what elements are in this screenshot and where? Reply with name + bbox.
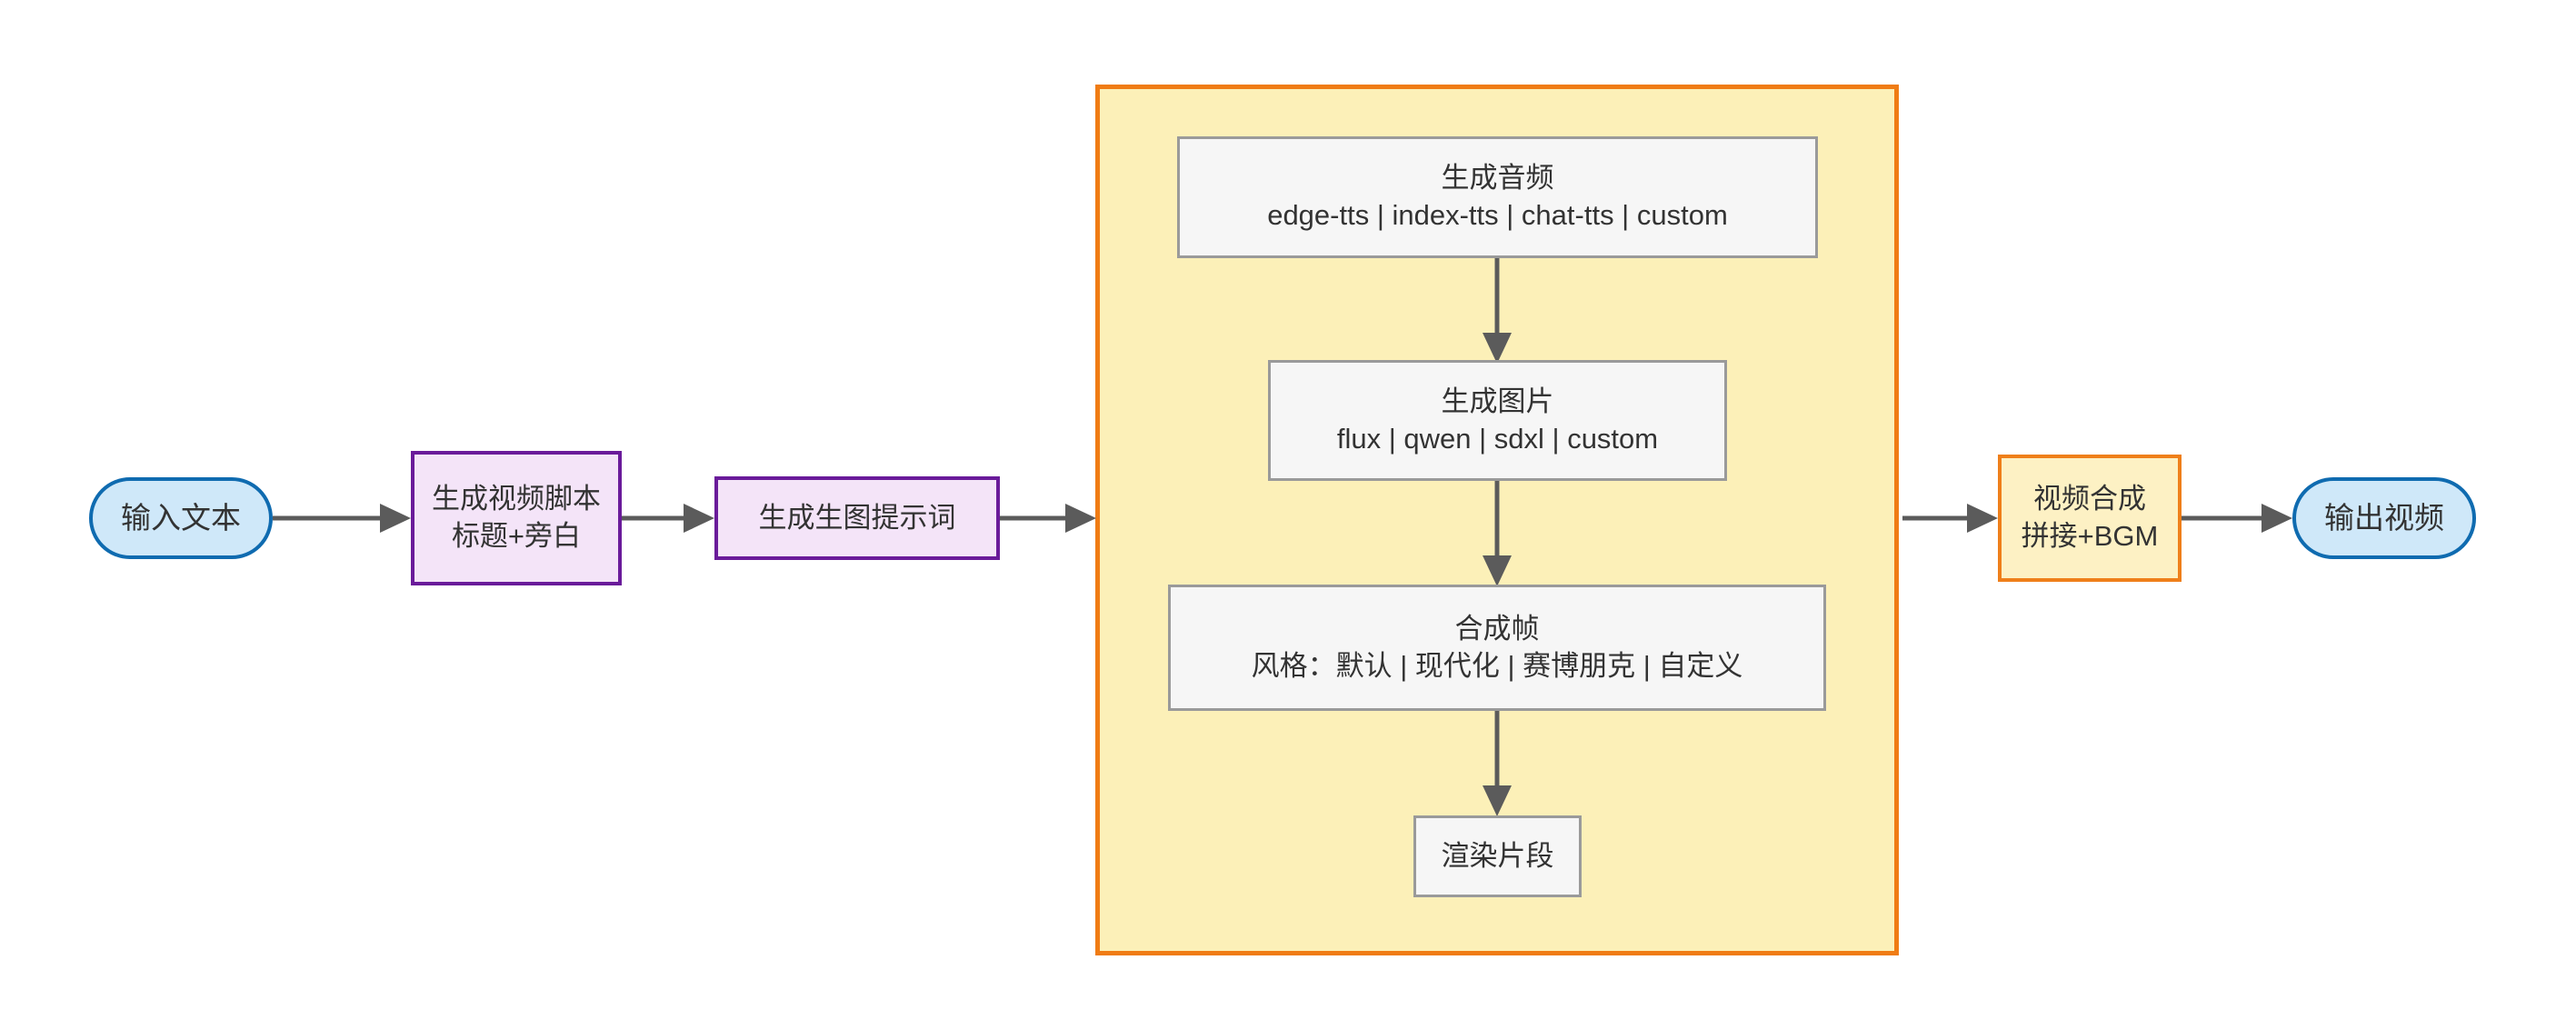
node-generate-script-line2: 标题+旁白 [451,520,582,552]
node-generate-audio-line1: 生成音频 [1441,162,1554,195]
node-generate-script[interactable]: 生成视频脚本 标题+旁白 [411,451,622,585]
node-input-text-label: 输入文本 [121,501,241,535]
edge-merge-to-output [2182,504,2292,533]
node-generate-audio[interactable]: 生成音频 edge-tts | index-tts | chat-tts | c… [1177,136,1818,258]
node-generate-image-line1: 生成图片 [1441,385,1554,417]
node-generate-prompt[interactable]: 生成生图提示词 [714,476,1000,560]
node-render-clip[interactable]: 渲染片段 [1413,815,1582,897]
node-output-video-label: 输出视频 [2324,501,2444,535]
node-generate-image-line2: flux | qwen | sdxl | custom [1336,422,1659,455]
node-output-video[interactable]: 输出视频 [2292,477,2476,559]
node-render-clip-label: 渲染片段 [1441,839,1554,872]
edge-prompt-to-subgraph [1000,504,1096,533]
node-generate-prompt-label: 生成生图提示词 [758,501,956,534]
node-generate-image[interactable]: 生成图片 flux | qwen | sdxl | custom [1268,360,1727,481]
edge-subgraph-to-merge [1902,504,1998,533]
node-compose-frame-line1: 合成帧 [1454,612,1540,645]
node-compose-frame[interactable]: 合成帧 风格：默认 | 现代化 | 赛博朋克 | 自定义 [1168,585,1826,711]
node-video-merge-line2: 拼接+BGM [2021,520,2159,552]
node-generate-script-line1: 生成视频脚本 [432,483,601,515]
node-generate-audio-line2: edge-tts | index-tts | chat-tts | custom [1267,199,1728,231]
edge-input-to-script [273,504,411,533]
node-input-text[interactable]: 输入文本 [89,477,273,559]
node-video-merge-line1: 视频合成 [2033,483,2146,515]
edge-script-to-prompt [622,504,714,533]
node-compose-frame-line2: 风格：默认 | 现代化 | 赛博朋克 | 自定义 [1251,649,1743,682]
node-video-merge[interactable]: 视频合成 拼接+BGM [1998,455,2182,582]
